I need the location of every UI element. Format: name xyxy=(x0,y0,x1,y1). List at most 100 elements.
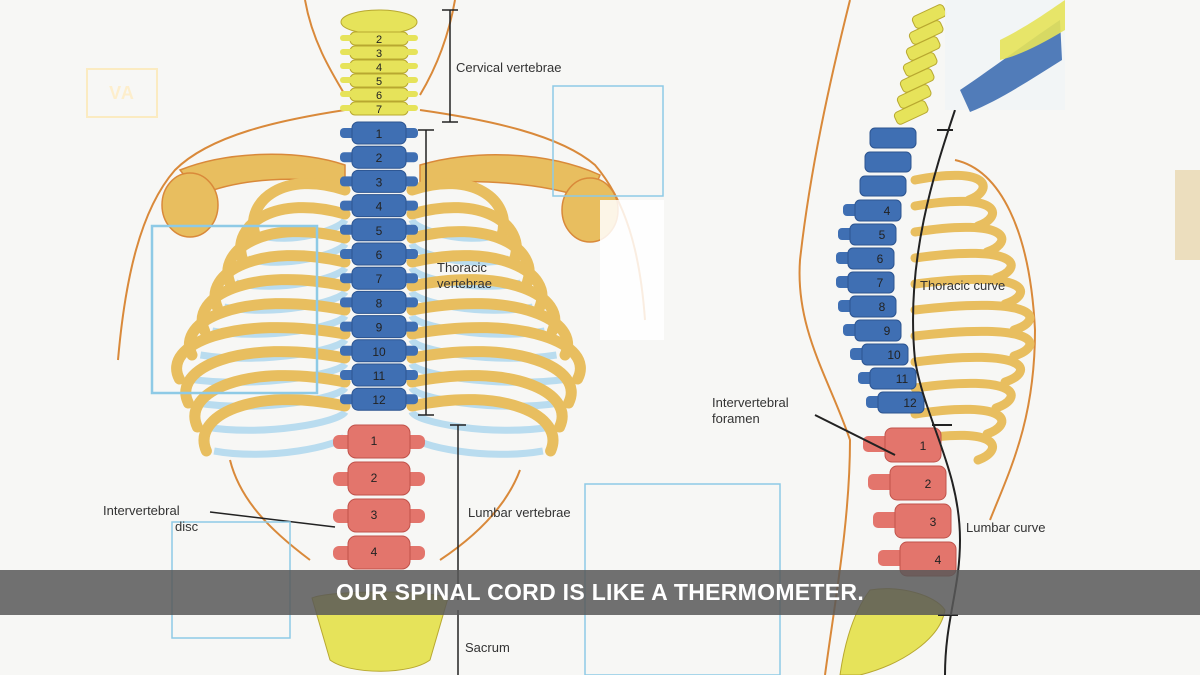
cervical-process xyxy=(340,49,418,55)
thoracic-vertebra xyxy=(351,266,407,290)
cervical-process xyxy=(340,91,418,97)
thoracic-vertebra-number: 11 xyxy=(373,369,386,383)
side-thoracic-vertebra xyxy=(864,151,912,173)
lumbar-vertebra xyxy=(347,535,411,570)
cervical-vertebra-number: 3 xyxy=(376,48,382,60)
side-rib xyxy=(910,326,1035,361)
intervertebral-disc-label-line2: disc xyxy=(175,519,199,534)
rib-left xyxy=(171,322,351,385)
thoracic-vertebra-number: 12 xyxy=(372,393,386,407)
lumbar-vertebra-number: 2 xyxy=(371,471,378,485)
cervical-process xyxy=(340,105,418,111)
side-rib xyxy=(910,404,1007,439)
costal-cartilage xyxy=(205,409,349,434)
side-thoracic-vertebra xyxy=(861,343,909,366)
side-thoracic-vertebra xyxy=(854,319,902,342)
rib-left xyxy=(189,370,351,433)
side-thoracic-vertebra xyxy=(847,271,895,294)
thoracic-vertebra-number: 6 xyxy=(376,248,383,262)
thoracic-vertebra-number: 8 xyxy=(376,296,383,310)
thoracic-vertebra-number: 4 xyxy=(376,200,383,214)
side-rib xyxy=(910,352,1025,387)
side-thoracic-vertebra-number: 6 xyxy=(877,252,884,266)
thoracic-vertebra xyxy=(351,169,407,193)
thoracic-vertebra xyxy=(351,145,407,169)
cervical-process xyxy=(340,63,418,69)
side-thoracic-vertebra-number: 9 xyxy=(884,324,891,338)
side-rib xyxy=(910,222,1007,257)
cervical-vertebra-number: 2 xyxy=(376,34,382,46)
costal-cartilage xyxy=(213,433,349,458)
side-lumbar-vertebra xyxy=(884,427,942,463)
thoracic-vertebra xyxy=(351,315,407,339)
side-lumbar-vertebra-number: 1 xyxy=(920,439,927,453)
thoracic-vertebra xyxy=(351,339,407,363)
overlay-panels xyxy=(600,0,1200,340)
lumbar-vertebra xyxy=(347,498,411,533)
thoracic-vertebra-number: 2 xyxy=(376,151,383,165)
cervical-vertebra-number: 6 xyxy=(376,90,382,102)
thoracic-vertebra xyxy=(351,290,407,314)
side-rib xyxy=(910,170,988,205)
lumbar-vertebra xyxy=(347,424,411,459)
thoracic-vertebra xyxy=(351,121,407,145)
side-thoracic-vertebra xyxy=(869,127,917,149)
side-thoracic-vertebra xyxy=(877,391,925,414)
side-lumbar-vertebra-number: 4 xyxy=(935,553,942,567)
side-thoracic-vertebra xyxy=(854,199,902,222)
lumbar-vertebra-number: 1 xyxy=(371,434,378,448)
cervical-process xyxy=(340,35,418,41)
side-thoracic-vertebra-number: 12 xyxy=(903,396,917,410)
side-thoracic-vertebra xyxy=(859,175,907,197)
cervical-vertebra-atlas xyxy=(340,9,418,35)
lumbar-curve-label: Lumbar curve xyxy=(966,520,1045,535)
lumbar-vertebra xyxy=(347,461,411,496)
thoracic-vertebrae-label-line2: vertebrae xyxy=(437,276,492,291)
cervical-vertebra-number: 7 xyxy=(376,104,382,116)
side-rib-cage xyxy=(910,170,1035,465)
side-cervical-vertebra xyxy=(893,100,929,125)
rib-left xyxy=(198,394,351,457)
subtitle-bar: OUR SPINAL CORD IS LIKE A THERMOMETER. xyxy=(0,570,1200,615)
side-rib xyxy=(910,300,1035,335)
rib-left xyxy=(180,346,351,409)
thoracic-vertebrae-label-line1: Thoracic xyxy=(437,260,487,275)
side-thoracic-vertebra-number: 7 xyxy=(877,276,884,290)
side-thoracic-vertebra-number: 8 xyxy=(879,300,886,314)
lumbar-vertebrae-label: Lumbar vertebrae xyxy=(468,505,571,520)
side-lumbar-vertebra xyxy=(894,503,952,539)
side-thoracic-vertebra-number: 10 xyxy=(887,348,901,362)
costal-cartilage xyxy=(408,409,552,434)
intervertebral-disc-label-line1: Intervertebral xyxy=(103,503,180,518)
thoracic-vertebra-number: 10 xyxy=(372,345,386,359)
channel-logo: VA xyxy=(86,68,158,118)
lumbar-vertebra-number: 3 xyxy=(371,508,378,522)
side-thoracic-vertebra xyxy=(849,295,897,318)
thoracic-vertebra-number: 5 xyxy=(376,224,383,238)
thoracic-vertebra-number: 1 xyxy=(376,127,383,141)
thoracic-vertebra-number: 7 xyxy=(376,272,383,286)
costal-cartilage xyxy=(408,433,544,458)
side-body-outline xyxy=(798,0,1037,675)
thoracic-vertebra-number: 9 xyxy=(376,321,383,335)
side-lumbar-vertebra-number: 2 xyxy=(925,477,932,491)
side-rib xyxy=(910,274,1025,309)
side-thoracic-vertebra xyxy=(869,367,917,390)
intervertebral-foramen-label-line2: foramen xyxy=(712,411,760,426)
side-thoracic-vertebra-number: 11 xyxy=(896,372,909,386)
thoracic-vertebra xyxy=(351,363,407,387)
cervical-process xyxy=(340,77,418,83)
side-thoracic-vertebra xyxy=(849,223,897,246)
thoracic-curve-label: Thoracic curve xyxy=(920,278,1005,293)
sacrum-label: Sacrum xyxy=(465,640,510,655)
cervical-vertebra-number: 5 xyxy=(376,76,382,88)
side-thoracic-vertebra-number: 5 xyxy=(879,228,886,242)
side-rib xyxy=(910,378,1016,413)
thoracic-vertebra xyxy=(351,194,407,218)
rib-right xyxy=(406,394,559,457)
cervical-vertebra-number: 4 xyxy=(376,62,382,74)
side-lumbar-vertebra xyxy=(889,465,947,501)
